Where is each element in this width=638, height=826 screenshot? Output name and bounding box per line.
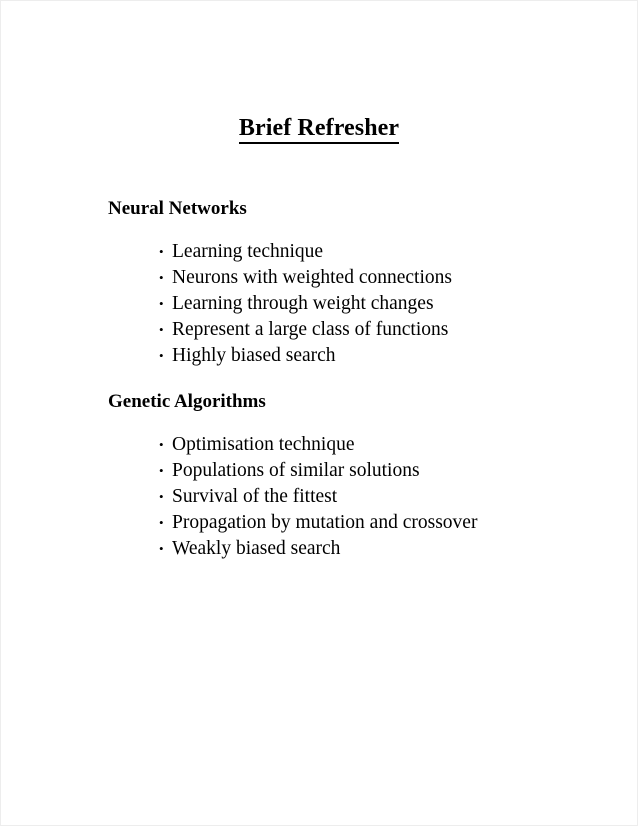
bullet-icon: • — [159, 296, 164, 311]
list-item-label: Learning technique — [172, 241, 324, 262]
list-item-label: Survival of the fittest — [172, 486, 338, 507]
bullet-icon: • — [159, 322, 164, 337]
list-item: • Survival of the fittest — [159, 484, 558, 510]
bullet-icon: • — [159, 463, 164, 478]
bullet-icon: • — [159, 541, 164, 556]
list-item: • Propagation by mutation and crossover — [159, 510, 558, 536]
list-item-label: Highly biased search — [172, 345, 336, 366]
list-item-label: Neurons with weighted connections — [172, 267, 452, 288]
list-item-label: Learning through weight changes — [172, 293, 434, 314]
list-item-label: Represent a large class of functions — [172, 319, 449, 340]
list-item-label: Populations of similar solutions — [172, 460, 420, 481]
bullet-icon: • — [159, 437, 164, 452]
bullet-list-neural-networks: • Learning technique • Neurons with weig… — [108, 239, 558, 369]
bullet-list-genetic-algorithms: • Optimisation technique • Populations o… — [108, 432, 558, 562]
bullet-icon: • — [159, 515, 164, 530]
document-body: Neural Networks • Learning technique • N… — [108, 197, 558, 583]
list-item: • Populations of similar solutions — [159, 458, 558, 484]
list-item: • Optimisation technique — [159, 432, 558, 458]
list-item: • Weakly biased search — [159, 536, 558, 562]
list-item: • Learning through weight changes — [159, 291, 558, 317]
section-genetic-algorithms: Genetic Algorithms • Optimisation techni… — [108, 390, 558, 562]
section-heading: Genetic Algorithms — [108, 391, 266, 412]
bullet-icon: • — [159, 270, 164, 285]
section-neural-networks: Neural Networks • Learning technique • N… — [108, 197, 558, 369]
page-title-text: Brief Refresher — [238, 115, 400, 144]
bullet-icon: • — [159, 348, 164, 363]
bullet-icon: • — [159, 244, 164, 259]
list-item-label: Weakly biased search — [172, 538, 341, 559]
section-heading: Neural Networks — [108, 198, 247, 219]
page-title: Brief Refresher — [1, 115, 637, 144]
bullet-icon: • — [159, 489, 164, 504]
list-item: • Represent a large class of functions — [159, 317, 558, 343]
list-item-label: Propagation by mutation and crossover — [172, 512, 478, 533]
list-item: • Learning technique — [159, 239, 558, 265]
list-item: • Highly biased search — [159, 343, 558, 369]
list-item-label: Optimisation technique — [172, 434, 355, 455]
list-item: • Neurons with weighted connections — [159, 265, 558, 291]
